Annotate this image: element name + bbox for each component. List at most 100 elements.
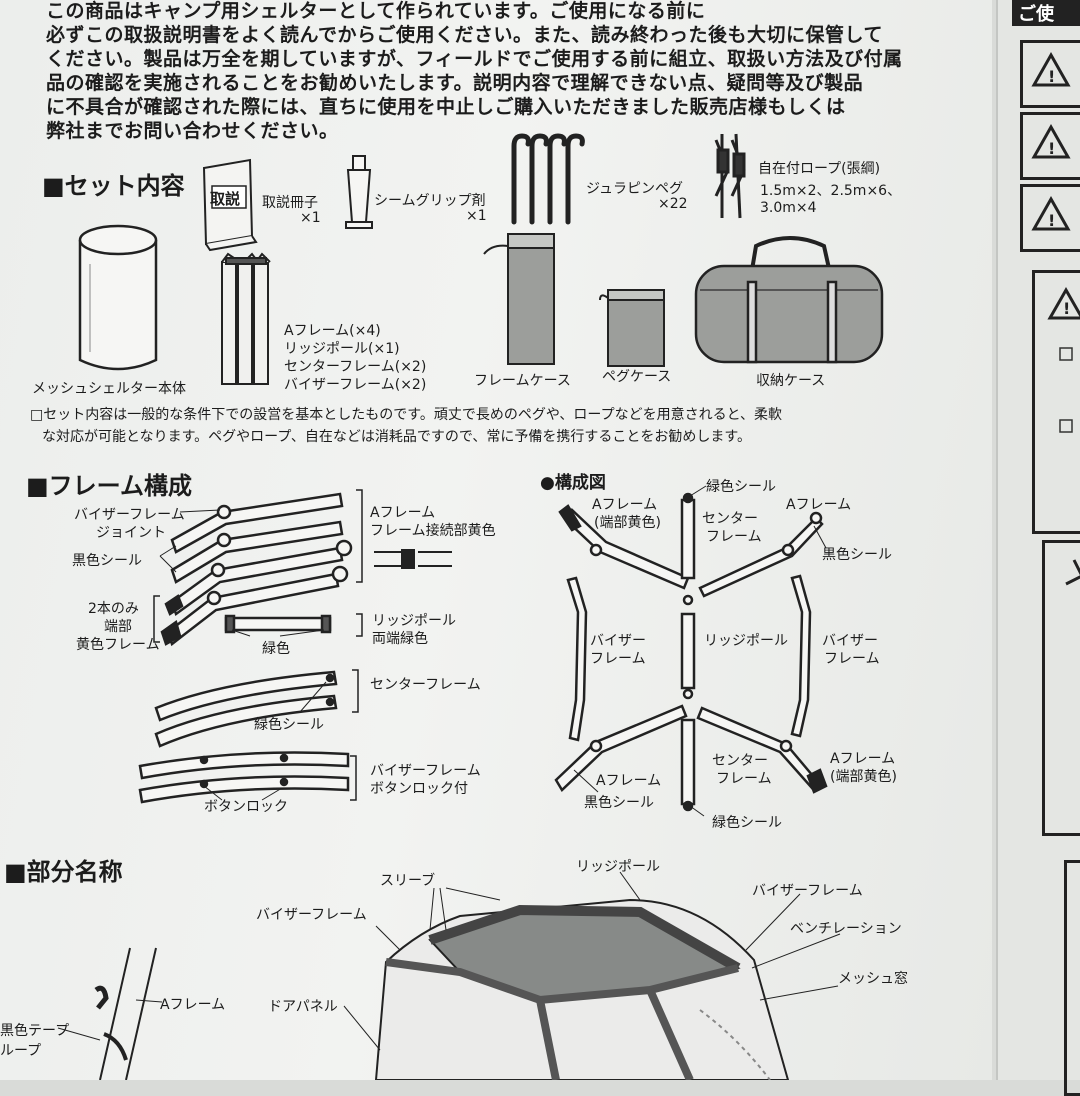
manual-qty: ×1 [300,210,321,226]
svg-text:!: ! [1063,299,1070,318]
frames-line-2: リッジポール(×1) [284,341,400,357]
diagram-center-top-2: フレーム [706,529,762,545]
shelter-body-label: メッシュシェルター本体 [32,381,186,397]
yellow-frame-label-1: 2本のみ [88,601,139,617]
svg-text:!: ! [1048,139,1055,158]
frames-bundle-icon [221,252,271,385]
diagram-ridge: リッジポール [704,633,788,649]
storage-case-label: 収納ケース [756,373,826,389]
part-names-heading: ■部分名称 [4,858,123,886]
warning-box [1020,40,1080,108]
visor-frame-label: バイザーフレーム [370,763,481,779]
right-page-heading: ご使 [1012,0,1080,26]
intro-line-3: ください。製品は万全を期していますが、フィールドでご使用する前に組立、取扱い方法… [46,48,903,70]
diagram-visor-left-1: バイザー [590,633,646,649]
rope-line-1: 1.5m×2、2.5m×6、 [760,183,902,199]
warning-icons: !!!! [1031,51,1080,586]
seam-grip-qty: ×1 [466,208,487,224]
yellow-frame-label-2: 端部 [104,619,132,635]
manual-page [0,0,992,1080]
diagram-center-bottom-1: センター [712,753,768,769]
warning-box [1020,184,1080,252]
center-frame-drawing [154,670,338,748]
yellow-frame-label-3: 黄色フレーム [76,637,160,653]
manual-booklet-icon [202,158,258,252]
diagram-visor-left-2: フレーム [590,651,646,667]
intro-line-4: 品の確認を実施されることをお勧めいたします。説明内容で理解できない点、疑問等及び… [46,72,864,94]
mesh-window-label: メッシュ窓 [838,971,908,987]
black-tape-label: 黒色テープ [0,1023,70,1039]
rope-label: 自在付ロープ(張綱) [758,161,881,177]
manual-label: 取説冊子 [262,195,318,211]
warning-box [1032,270,1080,534]
black-seal-label: 黒色シール [72,553,142,569]
rope-icon [714,133,746,219]
sleeve-label: スリーブ [380,873,436,889]
diagram-a-frame-bl: Aフレーム [596,773,662,789]
storage-bag-icon [694,236,884,364]
peg-case-icon [599,289,665,367]
visor-frame-drawing [138,751,350,804]
diagram-a-frame-tl-yellow: (端部黄色) [594,515,661,531]
adjacent-page: ご使 !!!! [996,0,1080,1096]
visor-joint-label-1: バイザーフレーム [74,507,185,523]
diagram-a-frame-tr: Aフレーム [786,497,852,513]
peg-qty: ×22 [658,196,688,212]
frame-structure-heading: ■フレーム構成 [26,472,192,500]
warning-box [1042,540,1080,836]
intro-line-2: 必ずこの取扱説明書をよく読んでからご使用ください。また、読み終わった後も大切に保… [46,24,883,46]
peg-case-label: ペグケース [602,369,672,385]
diagram-black-seal-tr: 黒色シール [822,547,892,563]
frames-line-1: Aフレーム(×4) [284,323,381,339]
diagram-visor-right-2: フレーム [824,651,880,667]
frame-case-icon [483,233,555,365]
ventilation-label: ベンチレーション [790,921,902,937]
frame-connector-icon [374,549,452,569]
frames-line-3: センターフレーム(×2) [284,359,427,375]
diagram-heading: ●構成図 [540,473,606,493]
warning-triangle-icon [1031,51,1080,586]
peg-label: ジュラピンペグ [586,181,684,197]
rope-line-2: 3.0m×4 [760,200,817,216]
manual-book-text: 取説 [210,190,241,208]
assembly-diagram [554,492,828,812]
frame-case-label: フレームケース [474,373,571,389]
door-panel-label: ドアパネル [268,999,338,1015]
ridge-pole-label: リッジポール [576,859,660,875]
frames-line-4: バイザーフレーム(×2) [284,377,427,393]
diagram-visor-right-1: バイザー [822,633,878,649]
button-lock-label: ボタンロック [204,799,288,815]
a-frame-part-label: Aフレーム [160,997,226,1013]
button-lock-attached-label: ボタンロック付 [370,781,468,797]
set-contents-heading: ■セット内容 [42,172,185,200]
visor-frame-left-label: バイザーフレーム [256,907,367,923]
shelter-roll-icon [78,224,158,371]
diagram-black-seal-bl: 黒色シール [584,795,654,811]
diagram-green-seal-bottom: 緑色シール [712,815,782,831]
intro-line-6: 弊社までお問い合わせください。 [46,120,339,142]
tent-drawing [374,898,790,1080]
set-note-line-2: な対応が可能となります。ペグやロープ、自在などは消耗品ですので、常に予備を携行す… [42,429,751,445]
ridge-pole-drawing [224,614,332,634]
peg-icon [511,133,585,225]
svg-text:!: ! [1048,67,1055,86]
seam-grip-tube-icon [345,155,373,229]
diagram-a-frame-br: Aフレーム [830,751,896,767]
intro-line-5: に不具合が確認された際には、直ちに使用を中止しご購入いただきました販売店様もしく… [46,96,846,118]
warning-box [1020,112,1080,180]
ridge-label: リッジポール [372,613,456,629]
loop-label: ループ [0,1043,42,1059]
seam-grip-label: シームグリップ剤 [374,193,486,209]
a-frame-label: Aフレーム [370,505,436,521]
visor-frame-right-label: バイザーフレーム [752,883,863,899]
diagram-a-frame-tl: Aフレーム [592,497,658,513]
diagram-center-bottom-2: フレーム [716,771,772,787]
diagram-a-frame-br-yellow: (端部黄色) [830,769,897,785]
a-frame-pole-drawing [94,947,157,1080]
green-label: 緑色 [262,641,290,657]
ridge-green-label: 両端緑色 [372,631,428,647]
set-note-line-1: □セット内容は一般的な条件下での設営を基本としたものです。頑丈で長めのペグや、ロ… [30,407,783,423]
svg-text:!: ! [1048,211,1055,230]
diagram-center-top-1: センター [702,511,758,527]
center-frame-label: センターフレーム [370,677,481,693]
